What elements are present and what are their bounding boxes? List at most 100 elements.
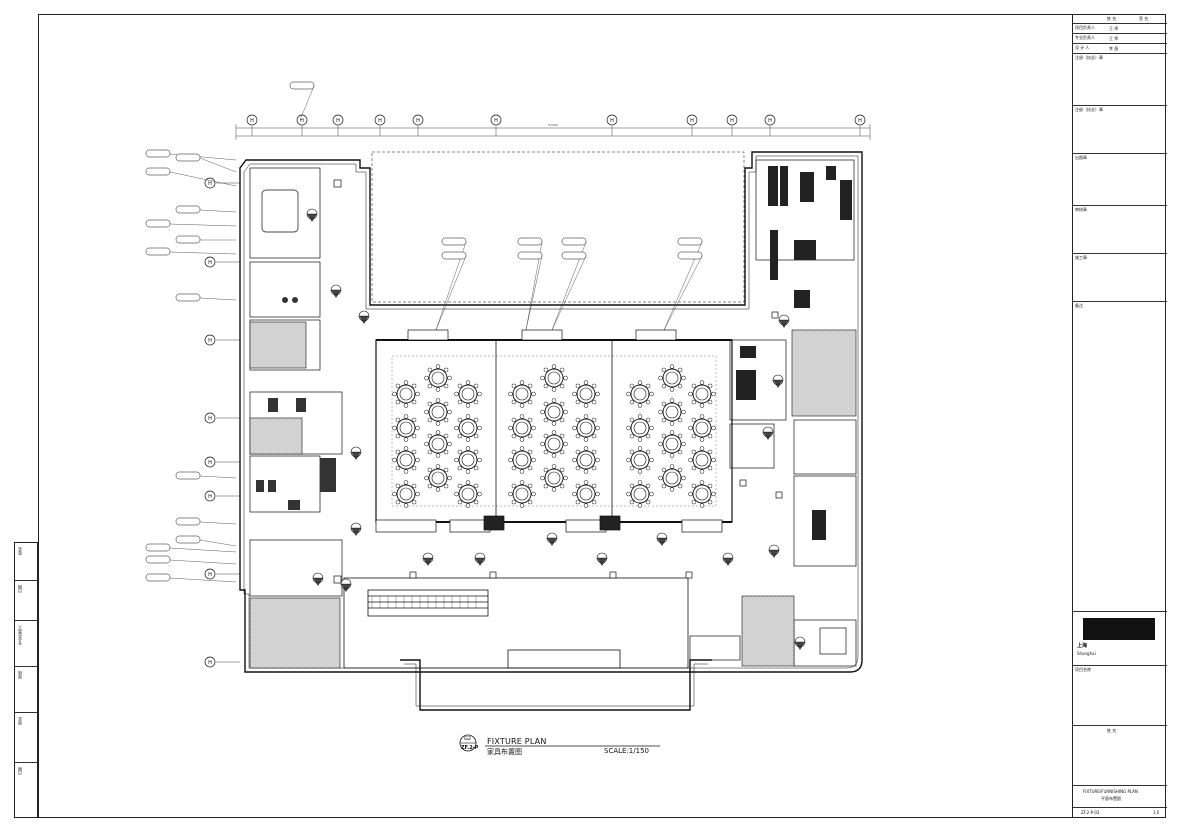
section-marker xyxy=(350,446,362,460)
callout-tag xyxy=(175,235,236,244)
drawing-border xyxy=(38,14,1166,818)
round-table xyxy=(454,380,482,408)
section-marker xyxy=(350,522,362,536)
sheet-name-en: FIXTURE/FURNISHING PLAN xyxy=(1083,789,1138,794)
callout-tag xyxy=(175,471,237,480)
grid-bubble-top: H xyxy=(332,114,344,136)
section-marker xyxy=(656,532,668,546)
round-table xyxy=(626,414,654,442)
grid-bubble-top: H xyxy=(686,114,698,136)
stair-left-1 xyxy=(249,321,307,369)
callout-tags xyxy=(145,81,703,583)
top-dimension-line xyxy=(235,124,871,140)
callout-tag xyxy=(663,251,703,331)
tb-sheetname-row: FIXTURE/FURNISHING PLAN 平面布置图 xyxy=(1073,786,1167,808)
round-table xyxy=(392,414,420,442)
tb-remark-row: 备注 xyxy=(1073,302,1167,612)
round-table xyxy=(688,480,716,508)
strip-row: 审核 xyxy=(15,667,37,713)
round-table xyxy=(626,480,654,508)
grid-bubble-top: H xyxy=(606,114,618,136)
grid-label: H xyxy=(768,118,772,124)
callout-tag xyxy=(663,237,703,331)
grid-label: H xyxy=(416,118,420,124)
tb-sheetno-row: ZF.2-P-02 1.0 xyxy=(1073,808,1167,818)
section-marker xyxy=(546,532,558,546)
section-marker xyxy=(772,374,784,388)
tb-header-sign: 签 名 xyxy=(1139,16,1149,21)
sheet-number: ZF.2-P-02 xyxy=(1081,810,1100,815)
grid-bubble-left: H xyxy=(204,568,240,580)
title-block: 姓 名 签 名 项目负责人 王 师 专业负责人 王 师 设 计 人 李 昌 注册… xyxy=(1072,14,1167,818)
right-wing xyxy=(729,159,857,667)
round-tables xyxy=(392,364,716,508)
stair-right-2 xyxy=(741,595,795,667)
tb-stamp-row: 注册（执业）章 xyxy=(1073,106,1167,154)
tb-role-row: 专业负责人 王 师 xyxy=(1073,34,1167,44)
tb-stamp-label: 注册（执业）章 xyxy=(1075,107,1103,112)
callout-tag xyxy=(145,573,237,583)
tb-project-label: 项目名称 xyxy=(1075,667,1091,672)
tb-project-row: 项目名称 xyxy=(1073,666,1167,726)
round-table xyxy=(658,398,686,426)
grid-label: H xyxy=(250,118,254,124)
round-table xyxy=(508,480,536,508)
stair-left-3 xyxy=(249,597,341,669)
grid-label: H xyxy=(336,118,340,124)
stair-right-1 xyxy=(791,329,857,417)
callout-tag xyxy=(175,153,237,173)
round-table xyxy=(454,414,482,442)
left-signature-strip: 签名 日期 专业负责人 审核 审定 日期 xyxy=(14,542,38,818)
callout-tag xyxy=(145,247,237,256)
tb-role: 项目负责人 xyxy=(1075,25,1095,30)
company-name-cn: 上海 xyxy=(1077,643,1088,649)
tb-construct-row: 施工章 xyxy=(1073,254,1167,302)
strip-row: 签名 xyxy=(15,543,37,581)
section-marker xyxy=(358,310,370,324)
section-marker xyxy=(340,578,352,592)
round-table xyxy=(424,464,452,492)
overall-dimension: 67000 xyxy=(548,123,558,127)
callout-tag xyxy=(551,251,587,331)
tb-role: 设 计 人 xyxy=(1075,45,1090,50)
grid-bubble-left: H xyxy=(204,177,240,189)
grid-label: H xyxy=(300,118,304,124)
grid-label: H xyxy=(208,416,212,422)
round-table xyxy=(688,414,716,442)
round-table xyxy=(626,380,654,408)
round-table xyxy=(540,464,568,492)
grid-label: H xyxy=(208,181,212,187)
round-table xyxy=(572,480,600,508)
escalator-steps xyxy=(371,596,477,608)
grid-bubble-left: H xyxy=(204,412,240,424)
tb-reg-row: 注册（执业）章 xyxy=(1073,54,1167,106)
strip-row: 专业负责人 xyxy=(15,621,37,667)
lower-lobby xyxy=(343,577,712,711)
grid-bubble-top: H xyxy=(854,114,866,136)
grid-bubble-top: H xyxy=(726,114,738,136)
grid-bubble-top: H xyxy=(374,114,386,136)
elevator-lobby xyxy=(689,635,741,661)
grid-label: H xyxy=(208,494,212,500)
tb-reg-label: 注册（执业）章 xyxy=(1075,55,1103,60)
round-table xyxy=(540,398,568,426)
tb-header-row: 姓 名 签 名 xyxy=(1073,14,1167,24)
tb-check-row: 审核章 xyxy=(1073,206,1167,254)
round-table xyxy=(424,430,452,458)
callout-tag xyxy=(517,251,543,331)
callout-tag xyxy=(175,293,237,302)
tb-role-row: 设 计 人 李 昌 xyxy=(1073,44,1167,54)
round-table xyxy=(572,446,600,474)
grid-label: H xyxy=(208,460,212,466)
section-markers xyxy=(306,208,806,650)
grid-bubble-top: H xyxy=(412,114,424,136)
round-table xyxy=(454,446,482,474)
section-marker xyxy=(762,426,774,440)
tb-company-row: 上海 Shanghai xyxy=(1073,612,1167,666)
section-marker xyxy=(306,208,318,222)
round-table xyxy=(424,398,452,426)
section-marker xyxy=(330,284,342,298)
section-marker xyxy=(312,572,324,586)
